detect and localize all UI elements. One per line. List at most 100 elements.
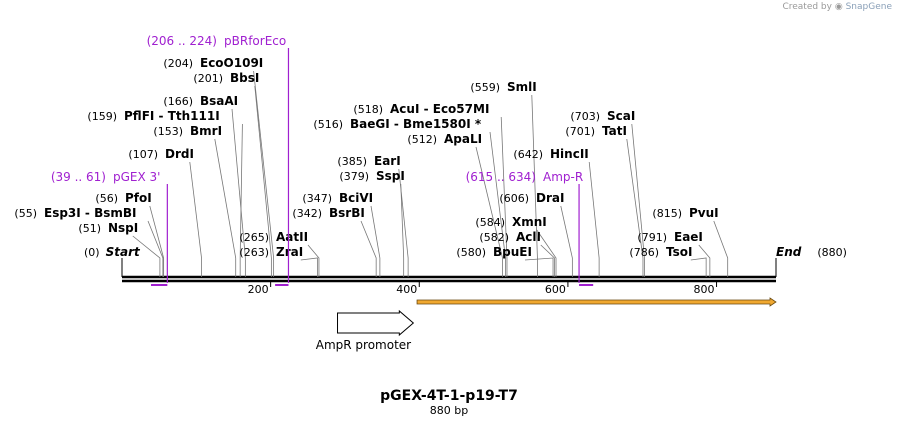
site-connector [398, 168, 409, 277]
cds-arrow [416, 297, 777, 307]
site-connector [370, 205, 381, 277]
site-connector [254, 85, 272, 277]
site-connector [531, 94, 538, 277]
features: AmpR promoter [316, 297, 777, 352]
snapgene-credit: Created by ◉ SnapGene [782, 2, 892, 12]
site-position: (815) [652, 207, 682, 220]
site-name: PvuI [689, 206, 719, 220]
site-position: (263) [239, 246, 269, 259]
promoter-arrow [337, 309, 415, 337]
site-connector [214, 138, 237, 277]
site-name: PflFI - Tth111I [124, 109, 220, 123]
site-name: EcoO109I [200, 56, 263, 70]
site-name: BbsI [230, 71, 259, 85]
primer-range: (39 .. 61) [51, 170, 106, 184]
site-connector [631, 123, 645, 277]
plasmid-title: pGEX-4T-1-p19-T7 [380, 388, 518, 404]
site-name: ZraI [276, 245, 303, 259]
promoter-label: AmpR promoter [316, 338, 411, 352]
site-name: BsrBI [329, 206, 365, 220]
site-labels: (51)NspI(55)Esp3I - BsmBI(56)PfoI(107)Dr… [14, 56, 718, 259]
site-name: SmlI [507, 80, 537, 94]
site-name: PfoI [125, 191, 152, 205]
site-name: XmnI [512, 215, 547, 229]
primer-range: (206 .. 224) [147, 34, 217, 48]
site-position: (201) [193, 72, 223, 85]
site-name: EaeI [674, 230, 703, 244]
site-name: AclI [516, 230, 541, 244]
site-position: (516) [313, 118, 343, 131]
site-name: DrdI [165, 147, 194, 161]
site-connector [132, 235, 161, 277]
site-lines [132, 70, 729, 277]
site-name: BciVI [339, 191, 373, 205]
start-label: (0)Start [84, 245, 141, 259]
site-position: (512) [407, 133, 437, 146]
site-connector [489, 131, 506, 277]
tick-label: 600 [545, 283, 566, 296]
site-position: (347) [302, 192, 332, 205]
site-connector [149, 205, 165, 277]
site-connector [300, 257, 318, 277]
primers: (39 .. 61) pGEX 3' (206 .. 224) pBRforEco (6… [51, 34, 594, 286]
site-name: DraI [536, 191, 564, 205]
site-position: (107) [128, 148, 158, 161]
site-connector [626, 138, 644, 277]
site-position: (56) [95, 192, 118, 205]
site-name: BmrI [190, 124, 222, 138]
site-connector [588, 161, 600, 277]
snapgene-logo-icon: ◉ [834, 2, 843, 12]
backbone [121, 258, 777, 283]
site-name: BsaAI [200, 94, 238, 108]
site-position: (642) [513, 148, 543, 161]
site-position: (559) [470, 81, 500, 94]
site-connector [231, 108, 246, 277]
primer-name: pBRforEco [224, 34, 286, 48]
site-name: NspI [108, 221, 138, 235]
primer-range: (615 .. 634) [466, 170, 536, 184]
site-connector [400, 183, 405, 277]
site-name: TsoI [666, 245, 692, 259]
site-name: ScaI [607, 109, 635, 123]
primer-name: pGEX 3' [113, 170, 160, 184]
site-connector [536, 229, 557, 277]
plasmid-length: 880 bp [430, 404, 468, 417]
site-connector [500, 116, 508, 277]
site-name: TatI [602, 124, 627, 138]
site-position: (703) [570, 110, 600, 123]
site-name: ApaLI [444, 132, 482, 146]
site-position: (606) [499, 192, 529, 205]
site-name: HincII [550, 147, 589, 161]
site-name: BpuEI [493, 245, 532, 259]
site-connector [713, 220, 729, 277]
tick-label: 200 [248, 283, 269, 296]
credit-prefix: Created by [782, 2, 832, 12]
site-position: (385) [337, 155, 367, 168]
site-position: (265) [239, 231, 269, 244]
site-position: (582) [479, 231, 509, 244]
site-connector [189, 161, 202, 277]
site-connector [147, 220, 164, 277]
site-position: (786) [629, 246, 659, 259]
site-connector [540, 244, 555, 277]
site-position: (379) [339, 170, 369, 183]
site-name: SspI [376, 169, 405, 183]
primer-name: Amp-R [543, 170, 583, 184]
site-connector [690, 257, 707, 277]
site-position: (166) [163, 95, 193, 108]
end-label: End(880) [776, 245, 847, 259]
site-position: (55) [14, 207, 37, 220]
site-position: (518) [353, 103, 383, 116]
site-position: (342) [292, 207, 322, 220]
credit-brand: SnapGene [845, 2, 892, 12]
site-position: (580) [456, 246, 486, 259]
site-position: (701) [565, 125, 595, 138]
site-position: (791) [637, 231, 667, 244]
site-position: (204) [163, 57, 193, 70]
site-connector [524, 257, 554, 277]
tick-label: 800 [694, 283, 715, 296]
site-position: (159) [87, 110, 117, 123]
site-connector [253, 70, 275, 277]
